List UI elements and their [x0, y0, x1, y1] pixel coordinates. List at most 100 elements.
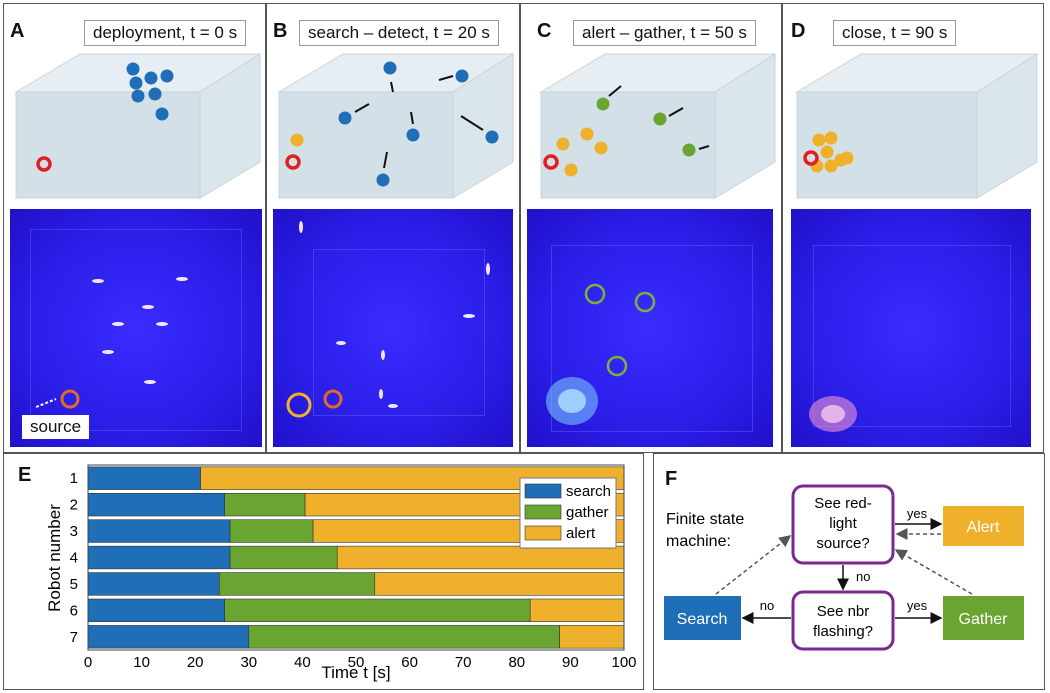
bar-alert-robot-5 [374, 572, 625, 596]
x-tick-label: 100 [611, 654, 636, 671]
state-search-label: Search [677, 611, 728, 628]
bar-gather-robot-6 [224, 598, 531, 623]
legend-label-gather: gather [566, 504, 609, 521]
finite-state-machine: Finite state machine: See red- light sou… [664, 484, 1024, 651]
fsm-title-2: machine: [666, 533, 731, 550]
legend-label-alert: alert [566, 525, 596, 542]
y-tick-label: 4 [70, 550, 78, 567]
state-search [664, 596, 741, 640]
photo-c [527, 209, 773, 447]
svg-text:source?: source? [816, 535, 869, 552]
robot-alert [840, 151, 854, 165]
svg-text:yes: yes [907, 506, 928, 521]
svg-text:no: no [856, 569, 870, 584]
panel-c: C alert – gather, t = 50 s [520, 3, 782, 453]
svg-text:yes: yes [907, 598, 928, 613]
panel-a-caption: deployment, t = 0 s [84, 20, 247, 46]
tank-diagram-c [539, 53, 777, 199]
legend-label-search: search [566, 483, 611, 500]
panel-a: A deployment, t = 0 s source [3, 3, 266, 453]
robot-search [148, 87, 162, 101]
legend-swatch-search [524, 483, 562, 499]
alert-robot-circle [286, 392, 312, 418]
svg-text:flashing?: flashing? [813, 623, 873, 640]
x-tick-label: 50 [348, 654, 365, 671]
chart-legend: search gather alert [519, 477, 617, 549]
bar-gather-robot-5 [219, 572, 376, 596]
question-red-light [791, 484, 895, 565]
y-tick-label: 3 [70, 523, 78, 540]
bar-search-robot-7 [87, 625, 250, 649]
state-gather [943, 596, 1024, 640]
robot-search [383, 61, 397, 75]
bar-search-robot-5 [87, 572, 220, 596]
panel-letter-c: C [537, 20, 552, 42]
y-tick-label: 7 [70, 629, 78, 646]
robot-gather [653, 112, 667, 126]
photo-d [791, 209, 1031, 447]
light-source-marker [543, 154, 559, 170]
gather-robot-circle [606, 355, 628, 377]
robot-search [338, 111, 352, 125]
gather-robot-circle [634, 291, 656, 313]
robot-search [455, 69, 469, 83]
panel-letter-e: E [18, 464, 32, 486]
panel-d: D close, t = 90 s [782, 3, 1044, 453]
panel-d-caption: close, t = 90 s [833, 20, 957, 46]
panel-b: B search – detect, t = 20 s [266, 3, 520, 453]
bar-search-robot-3 [87, 519, 231, 543]
light-source-marker [36, 156, 52, 172]
robot-alert [812, 133, 826, 147]
panel-letter-d: D [791, 20, 806, 42]
bar-search-robot-4 [87, 545, 231, 570]
robot-alert [556, 137, 570, 151]
question-nbr-flashing [791, 590, 895, 651]
y-tick-label: 1 [70, 470, 78, 487]
tank-diagram-a [14, 53, 262, 199]
x-tick-label: 80 [508, 654, 525, 671]
svg-text:See nbr: See nbr [817, 603, 870, 620]
legend-swatch-gather [524, 504, 562, 520]
x-tick-label: 70 [455, 654, 472, 671]
bar-search-robot-1 [87, 466, 201, 490]
x-tick-label: 30 [240, 654, 257, 671]
panel-f: F Finite state machine: See red- light s… [653, 453, 1045, 690]
photo-b [273, 209, 513, 447]
y-tick-label: 2 [70, 497, 78, 514]
robot-search [406, 128, 420, 142]
panel-b-caption: search – detect, t = 20 s [299, 20, 499, 46]
x-tick-label: 20 [187, 654, 204, 671]
robot-alert [594, 141, 608, 155]
y-tick-label: 5 [70, 576, 78, 593]
robot-search [131, 89, 145, 103]
bar-alert-robot-4 [336, 545, 625, 570]
robot-alert [290, 133, 304, 147]
bar-gather-robot-7 [248, 625, 560, 649]
panel-letter-b: B [273, 20, 288, 42]
svg-text:light: light [829, 515, 857, 532]
photo-a: source [10, 209, 262, 447]
state-gather-label: Gather [959, 611, 1009, 628]
x-tick-label: 0 [84, 654, 92, 671]
svg-text:See red-: See red- [814, 495, 872, 512]
gather-robot-circle [584, 283, 606, 305]
state-alert-label: Alert [967, 519, 1000, 536]
robot-search [144, 71, 158, 85]
light-source-marker [285, 154, 301, 170]
y-axis-label: Robot number [45, 504, 64, 612]
robot-search [485, 130, 499, 144]
bar-search-robot-2 [87, 492, 225, 517]
x-tick-label: 60 [401, 654, 418, 671]
bar-alert-robot-6 [529, 598, 625, 623]
source-label: source [22, 415, 90, 439]
robot-search [376, 173, 390, 187]
legend-swatch-alert [524, 525, 562, 541]
state-alert [943, 506, 1024, 546]
source-circle [323, 389, 343, 409]
source-circle [60, 389, 80, 409]
tank-diagram-d [795, 53, 1039, 199]
bar-gather-robot-2 [224, 492, 306, 517]
panel-c-caption: alert – gather, t = 50 s [573, 20, 756, 46]
